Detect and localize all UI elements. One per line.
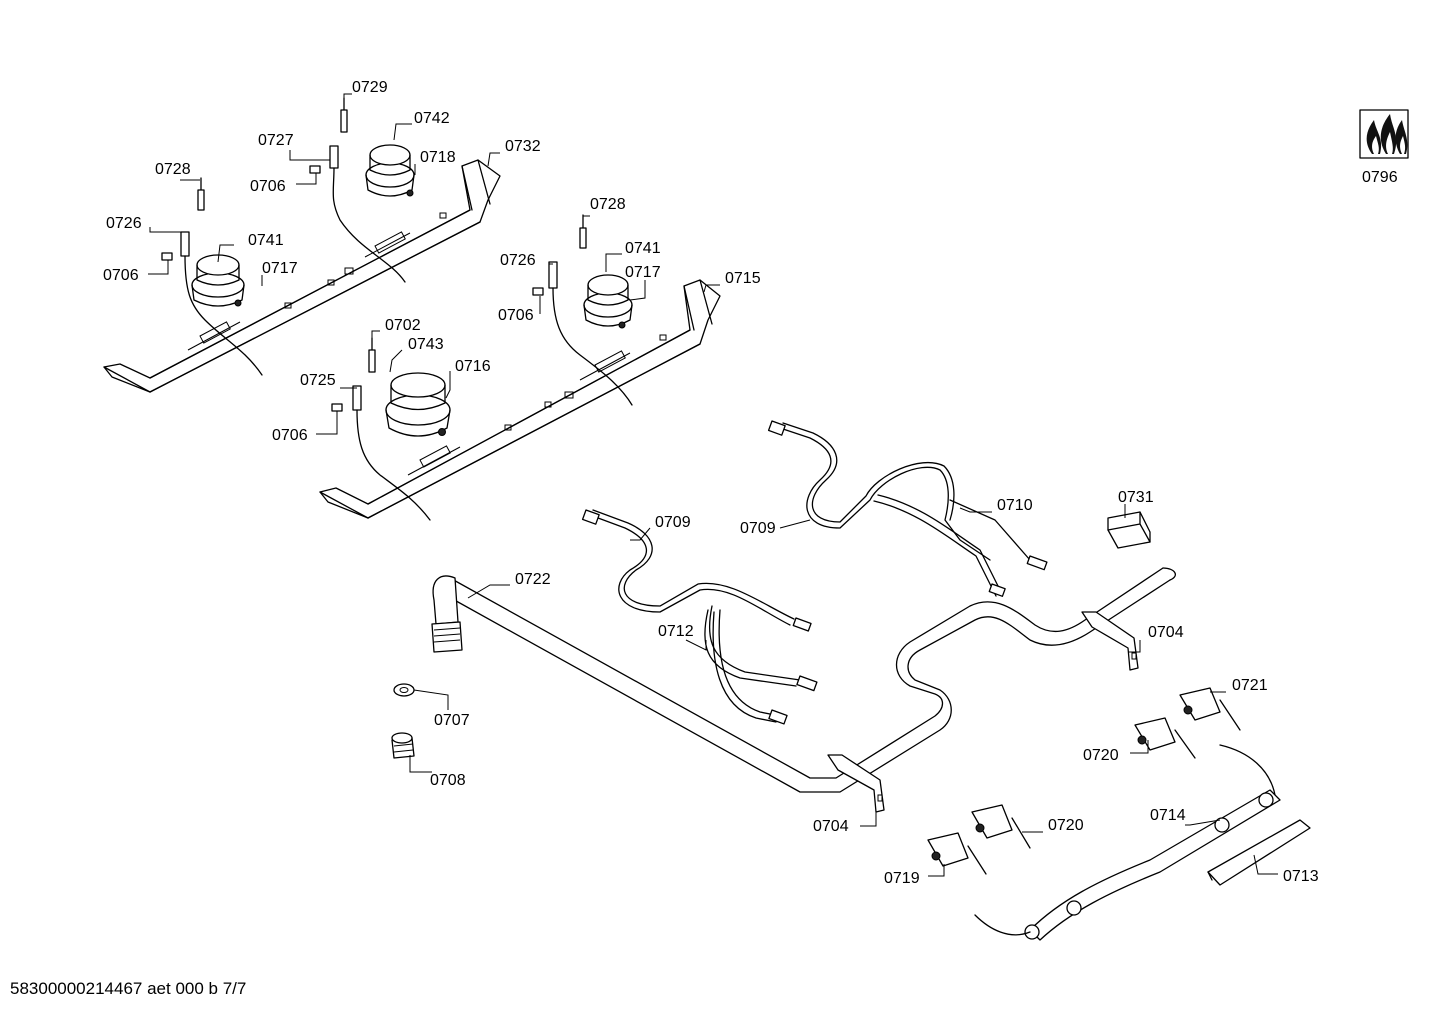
callout-0717: 0717	[625, 264, 661, 281]
callout-0732: 0732	[505, 138, 541, 155]
callout-0716: 0716	[455, 358, 491, 375]
callout-0729: 0729	[352, 79, 388, 96]
gas-valve-0721	[1179, 687, 1241, 731]
gas-pipe-0709-lower	[581, 509, 812, 632]
clip-0706-d	[331, 403, 343, 412]
callout-0742: 0742	[414, 110, 450, 127]
gas-flames-icon	[1359, 109, 1409, 159]
gas-pipe-0710	[873, 494, 1048, 597]
callout-0721: 0721	[1232, 677, 1268, 694]
callout-0712: 0712	[658, 623, 694, 640]
clip-0706-c	[532, 287, 544, 296]
connector-0731	[1107, 511, 1151, 549]
thermocouple-0728-right	[579, 214, 587, 249]
burner-rail-0715	[319, 279, 721, 519]
callout-0707: 0707	[434, 712, 470, 729]
gas-pipe-0709-upper	[767, 420, 991, 561]
callout-0709: 0709	[655, 514, 691, 531]
callout-0715: 0715	[725, 270, 761, 287]
burner-cup-0741-left	[191, 254, 245, 307]
callout-labels: 0729 0742 0727 0718 0732 0728 0706 0726 …	[103, 79, 1398, 887]
callout-0704: 0704	[813, 818, 849, 835]
callout-0741: 0741	[625, 240, 661, 257]
thermocouple-0702	[368, 337, 376, 373]
igniter-0727	[329, 145, 406, 283]
callout-0731: 0731	[1118, 489, 1154, 506]
callout-0718: 0718	[420, 149, 456, 166]
callout-0726: 0726	[500, 252, 536, 269]
callout-0706: 0706	[250, 178, 286, 195]
callout-0717: 0717	[262, 260, 298, 277]
igniter-0725	[352, 385, 431, 521]
callout-0726: 0726	[106, 215, 142, 232]
callout-0706: 0706	[272, 427, 308, 444]
callout-0709: 0709	[740, 520, 776, 537]
bracket-0704-left	[827, 754, 885, 813]
callout-0702: 0702	[385, 317, 421, 334]
manifold-0722	[431, 567, 1176, 793]
callout-0728: 0728	[590, 196, 626, 213]
burner-cup-0743	[385, 372, 451, 437]
gas-valve-0720-right	[1134, 717, 1196, 759]
callout-0710: 0710	[997, 497, 1033, 514]
document-code: 58300000214467 aet 000 b 7/7	[10, 979, 247, 998]
callout-0706: 0706	[103, 267, 139, 284]
clip-0706-a	[309, 165, 321, 174]
callout-0741: 0741	[248, 232, 284, 249]
callout-0725: 0725	[300, 372, 336, 389]
ignition-harness-0714	[974, 744, 1281, 941]
callout-0720: 0720	[1083, 747, 1119, 764]
clip-0706-b	[161, 252, 173, 261]
callout-0714: 0714	[1150, 807, 1186, 824]
callout-0704: 0704	[1148, 624, 1184, 641]
burner-rail-0732	[103, 159, 501, 393]
nozzle-0708	[391, 732, 415, 759]
callout-0728: 0728	[155, 161, 191, 178]
washer-0707	[393, 683, 415, 697]
callout-0719: 0719	[884, 870, 920, 887]
heat-shield-strip-0713	[1207, 819, 1311, 886]
bracket-0704-right	[1081, 611, 1139, 671]
igniter-0726-right	[548, 261, 633, 406]
gas-pipe-0712	[704, 605, 818, 725]
callout-0713: 0713	[1283, 868, 1319, 885]
gas-valve-0720-left	[971, 804, 1031, 849]
gas-valve-0719	[927, 832, 987, 875]
leader-lines	[148, 93, 1278, 877]
igniter-0726-left	[180, 231, 263, 376]
callout-0743: 0743	[408, 336, 444, 353]
callout-0706: 0706	[498, 307, 534, 324]
burner-cup-0742	[365, 144, 415, 197]
gas-symbol-label: 0796	[1362, 169, 1398, 186]
thermocouple-0728-left	[197, 177, 205, 211]
callout-0727: 0727	[258, 132, 294, 149]
callout-0722: 0722	[515, 571, 551, 588]
thermocouple-0729	[340, 97, 348, 133]
burner-cup-0741-right	[583, 274, 633, 329]
callout-0720: 0720	[1048, 817, 1084, 834]
callout-0708: 0708	[430, 772, 466, 789]
